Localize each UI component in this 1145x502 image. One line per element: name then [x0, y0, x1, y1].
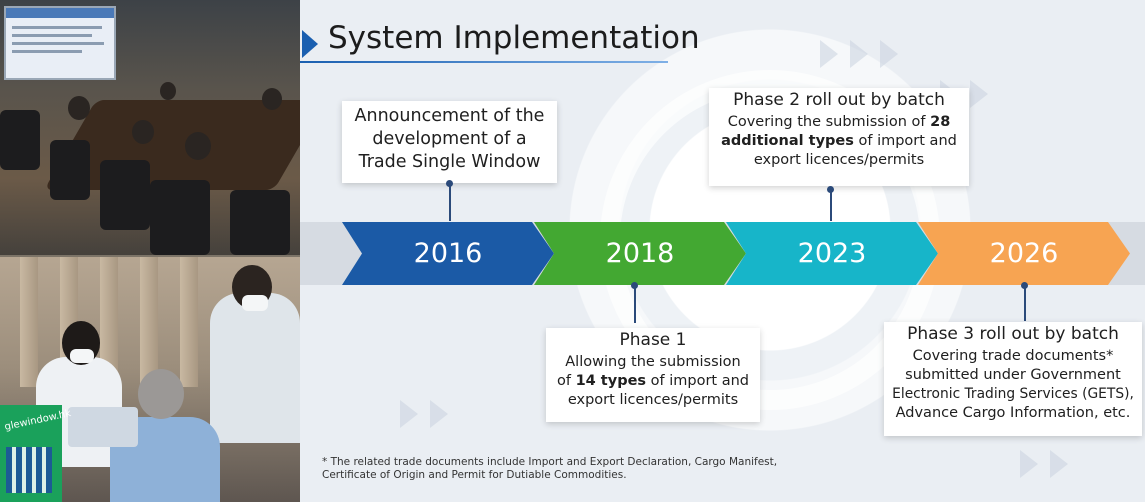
announcement-line1: Announcement of the [354, 106, 545, 126]
phase3-heading: Phase 3 roll out by batch [907, 324, 1119, 344]
timeline-segment-2018: 2018 [534, 222, 746, 285]
connector-line [829, 189, 832, 221]
title-underline [300, 61, 668, 63]
connector-dot [631, 282, 638, 289]
projector-screen [4, 6, 116, 80]
footnote: * The related trade documents include Im… [322, 456, 777, 482]
phase2-bold: 28 [930, 114, 951, 130]
announcement-line2: development of a [372, 129, 527, 149]
qr-sign-text: glewindow.hk [3, 408, 73, 433]
phase2-text: of import and [853, 133, 957, 149]
meeting-room-photo [0, 0, 300, 255]
qr-code-icon [6, 447, 52, 493]
page-title: System Implementation [328, 20, 700, 56]
qr-sign: glewindow.hk [0, 405, 72, 502]
phase1-heading: Phase 1 [619, 330, 687, 350]
photo-panel: glewindow.hk [0, 0, 300, 502]
phase1-text: Allowing the submission [565, 354, 741, 370]
phase2-heading: Phase 2 roll out by batch [733, 90, 945, 110]
phase2-callout: Phase 2 roll out by batch Covering the s… [709, 88, 969, 186]
connector-dot [1021, 282, 1028, 289]
phase2-bold: additional types [721, 133, 854, 149]
connector-line [448, 183, 451, 221]
phase3-text: Advance Cargo Information, etc. [895, 405, 1131, 421]
phase3-text: Electronic Trading Services (GETS), [892, 386, 1134, 402]
phase2-text: export licences/permits [753, 152, 925, 168]
footnote-line: Certificate of Origin and Permit for Dut… [322, 469, 627, 481]
year-label: 2016 [413, 238, 483, 269]
phase1-bold: 14 types [575, 373, 647, 389]
phase1-text: of import and [646, 373, 750, 389]
year-label: 2023 [797, 238, 867, 269]
year-label: 2018 [605, 238, 675, 269]
announcement-callout: Announcement of the development of a Tra… [342, 101, 557, 183]
timeline-segment-2023: 2023 [726, 222, 938, 285]
timeline-segment-2016: 2016 [342, 222, 554, 285]
consultation-photo: glewindow.hk [0, 257, 300, 502]
phase1-text: of [556, 373, 576, 389]
phase1-text: export licences/permits [567, 392, 739, 408]
phase1-callout: Phase 1 Allowing the submission of 14 ty… [546, 328, 760, 422]
year-label: 2026 [989, 238, 1059, 269]
timeline-segment-2026: 2026 [918, 222, 1130, 285]
phase3-text: Covering trade documents* [912, 348, 1114, 364]
phase2-text: Covering the submission of [727, 114, 931, 130]
connector-line [1023, 285, 1026, 321]
footnote-line: * The related trade documents include Im… [322, 456, 778, 468]
announcement-line3: Trade Single Window [358, 152, 541, 172]
title-arrow-icon [302, 30, 318, 58]
phase3-text: submitted under Government [905, 367, 1121, 383]
connector-line [633, 285, 636, 323]
phase3-callout: Phase 3 roll out by batch Covering trade… [884, 322, 1142, 436]
